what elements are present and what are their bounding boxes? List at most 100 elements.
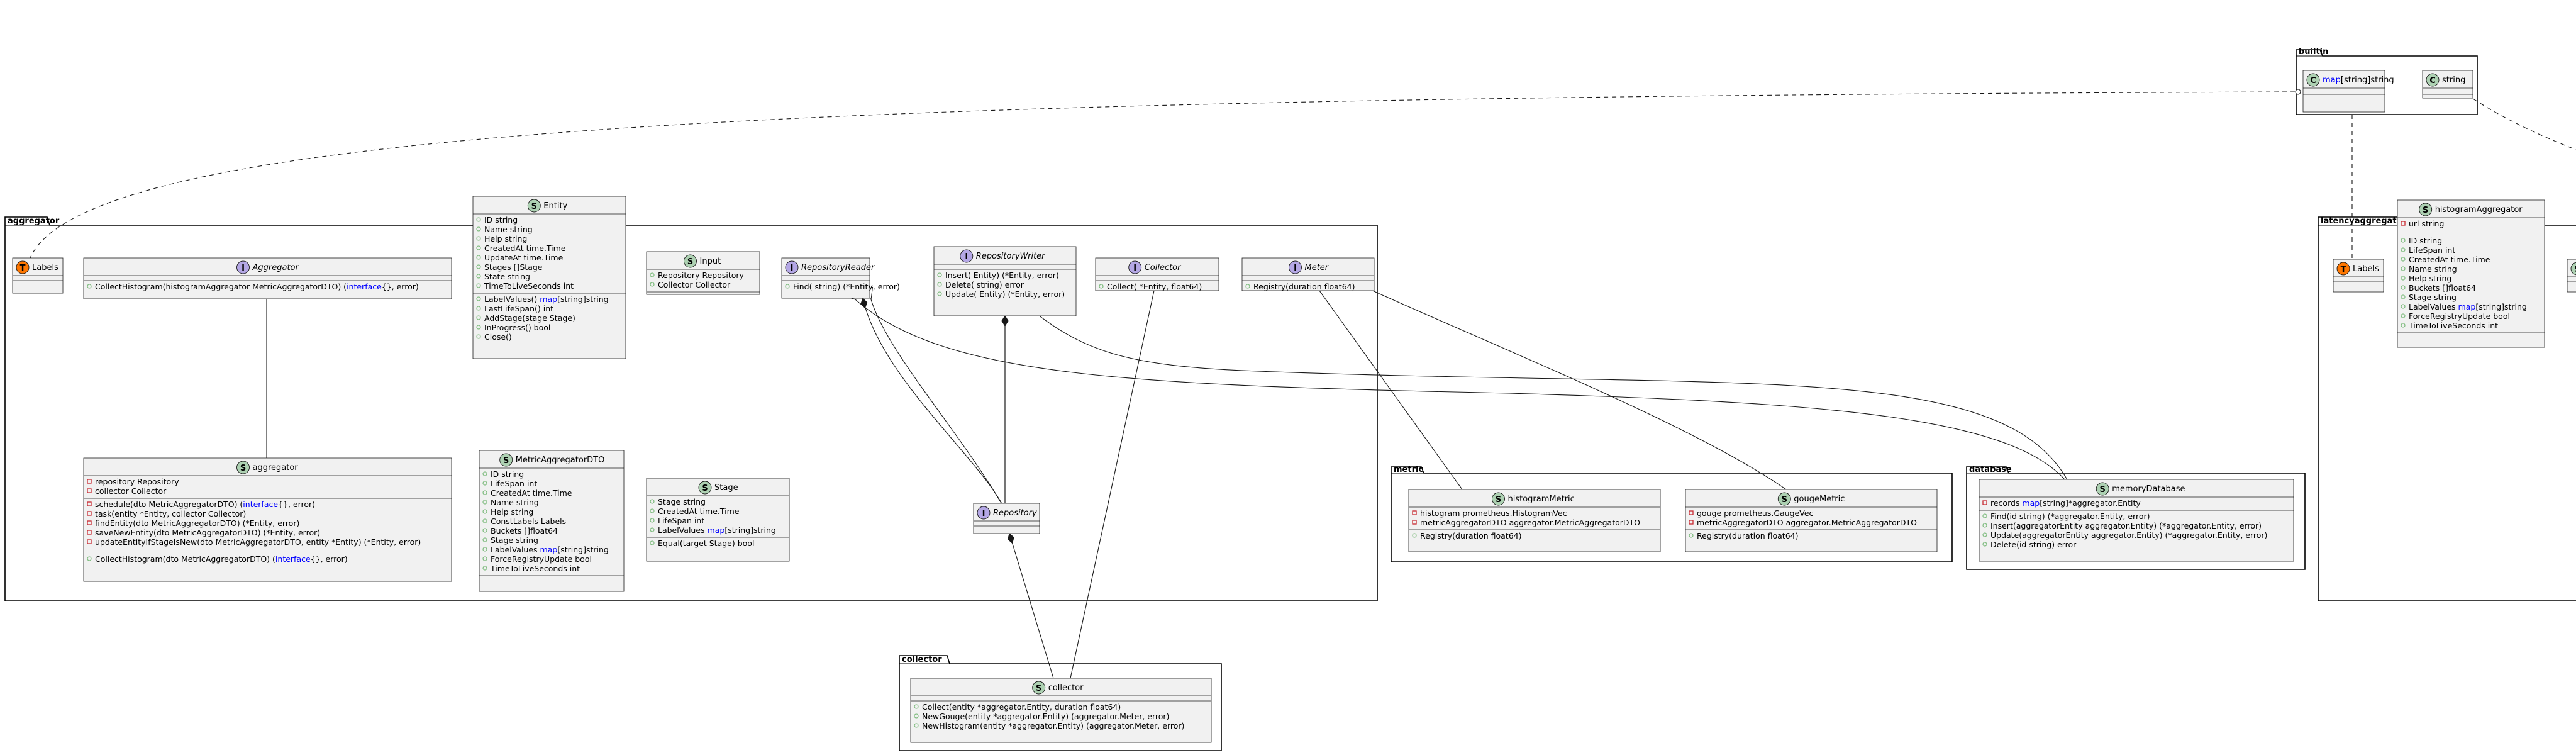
interface-badge-icon xyxy=(1128,260,1142,274)
class-member: Registry(duration float64) xyxy=(1253,282,1355,291)
package-label: aggregator xyxy=(8,216,60,226)
public-visibility-icon xyxy=(476,245,481,250)
class-member: findEntity(dto MetricAggregatorDTO) (*En… xyxy=(95,518,299,528)
class-member: Name string xyxy=(484,225,533,234)
public-visibility-icon xyxy=(2401,276,2406,281)
public-visibility-icon xyxy=(650,518,655,523)
class-member: TimeToLiveSeconds int xyxy=(484,281,574,291)
interface-badge-icon xyxy=(236,260,250,274)
badge-letter: S xyxy=(2100,485,2106,495)
dashed-link-labels-map xyxy=(26,91,2296,276)
public-visibility-icon xyxy=(937,272,942,277)
public-visibility-icon xyxy=(2401,304,2406,309)
class-badge-icon xyxy=(499,453,513,467)
dashed-link-string-offscreen xyxy=(2466,94,2576,150)
class-member: histogram prometheus.HistogramVec xyxy=(1420,508,1567,518)
class-member: Help string xyxy=(484,234,527,243)
public-visibility-icon xyxy=(1982,542,1987,547)
badge-letter: S xyxy=(1782,495,1787,505)
public-visibility-icon xyxy=(87,556,92,561)
class-member: TimeToLiveSeconds int xyxy=(490,564,580,573)
class-member: Close() xyxy=(484,332,512,342)
inherit-gouge-to-meter xyxy=(1370,289,1787,490)
public-visibility-icon xyxy=(650,540,655,545)
public-visibility-icon xyxy=(1689,533,1694,538)
public-visibility-icon xyxy=(914,723,919,728)
class-member: Insert( Entity) (*Entity, error) xyxy=(945,271,1059,280)
public-visibility-icon xyxy=(2401,313,2406,318)
class-member: CollectHistogram(dto MetricAggregatorDTO… xyxy=(95,554,348,564)
package-label: metric xyxy=(1394,465,1423,474)
class-member: ID string xyxy=(484,215,518,225)
class-member: Registry(duration float64) xyxy=(1420,531,1522,540)
public-visibility-icon xyxy=(914,713,919,719)
class-member: Delete(id string) error xyxy=(1990,540,2077,549)
class-name: aggregator xyxy=(253,463,299,473)
class-member: metricAggregatorDTO aggregator.MetricAgg… xyxy=(1420,518,1640,527)
private-visibility-icon xyxy=(2401,221,2406,226)
private-visibility-icon xyxy=(1689,510,1694,515)
private-visibility-icon xyxy=(87,511,92,516)
class-member: task(entity *Entity, collector Collector… xyxy=(95,509,246,518)
class-member: Collect( *Entity, float64) xyxy=(1107,282,1202,291)
public-visibility-icon xyxy=(785,284,790,289)
class-member: LastLifeSpan() int xyxy=(484,304,553,313)
public-visibility-icon xyxy=(476,236,481,241)
badge-letter: I xyxy=(982,509,985,518)
public-visibility-icon xyxy=(482,518,487,523)
class-badge-icon xyxy=(236,461,250,474)
public-visibility-icon xyxy=(476,264,481,269)
badge-letter: S xyxy=(2574,265,2576,274)
public-visibility-icon xyxy=(937,291,942,296)
badge-letter: S xyxy=(687,257,693,267)
public-visibility-icon xyxy=(1982,513,1987,518)
class-member: InProgress() bool xyxy=(484,323,550,332)
class-name: MetricAggregatorDTO xyxy=(516,456,605,465)
class-member: LifeSpan int xyxy=(2409,245,2455,255)
class-member: Stage string xyxy=(491,535,538,545)
class-member: ForceRegistryUpdate bool xyxy=(491,554,592,564)
public-visibility-icon xyxy=(2401,294,2406,299)
interface-badge-icon xyxy=(977,506,991,520)
badge-letter: S xyxy=(702,484,708,493)
class-member: Name string xyxy=(491,498,539,507)
public-visibility-icon xyxy=(476,325,481,330)
public-visibility-icon xyxy=(650,282,655,287)
badge-letter: C xyxy=(2310,76,2316,86)
class-member: metricAggregatorDTO aggregator.MetricAgg… xyxy=(1697,518,1917,527)
private-visibility-icon xyxy=(1412,520,1417,525)
public-visibility-icon xyxy=(482,537,487,542)
public-visibility-icon xyxy=(482,490,487,495)
class-member: UpdateAt time.Time xyxy=(484,253,564,262)
package-database: database xyxy=(1966,465,2306,570)
private-visibility-icon xyxy=(87,530,92,535)
class-badge-icon xyxy=(2426,73,2440,87)
public-visibility-icon xyxy=(482,547,487,552)
badge-letter: S xyxy=(1496,495,1501,505)
interface-badge-icon xyxy=(1289,260,1302,274)
badge-letter: S xyxy=(531,202,537,211)
class-member: Buckets []float64 xyxy=(491,526,558,535)
class-member: Registry(duration float64) xyxy=(1697,531,1799,540)
class-member: records map[string]*aggregator.Entity xyxy=(1990,498,2141,508)
public-visibility-icon xyxy=(476,334,481,339)
public-visibility-icon xyxy=(937,282,942,287)
private-visibility-icon xyxy=(1982,500,1987,505)
class-member: Repository Repository xyxy=(658,271,745,280)
class-name: map[string]string xyxy=(2323,76,2394,85)
class-member: CollectHistogram(histogramAggregator Met… xyxy=(95,282,419,291)
class-badge-icon xyxy=(698,481,712,495)
class-member: AddStage(stage Stage) xyxy=(484,313,575,323)
class-member: collector Collector xyxy=(95,486,167,496)
class-name: Meter xyxy=(1305,263,1330,272)
class-member: schedule(dto MetricAggregatorDTO) (inter… xyxy=(95,500,315,509)
class-name: histogramMetric xyxy=(1508,495,1575,504)
class-name: gougeMetric xyxy=(1794,495,1845,504)
class-member: ForceRegistryUpdate bool xyxy=(2409,311,2510,321)
type-badge-icon xyxy=(16,260,30,274)
